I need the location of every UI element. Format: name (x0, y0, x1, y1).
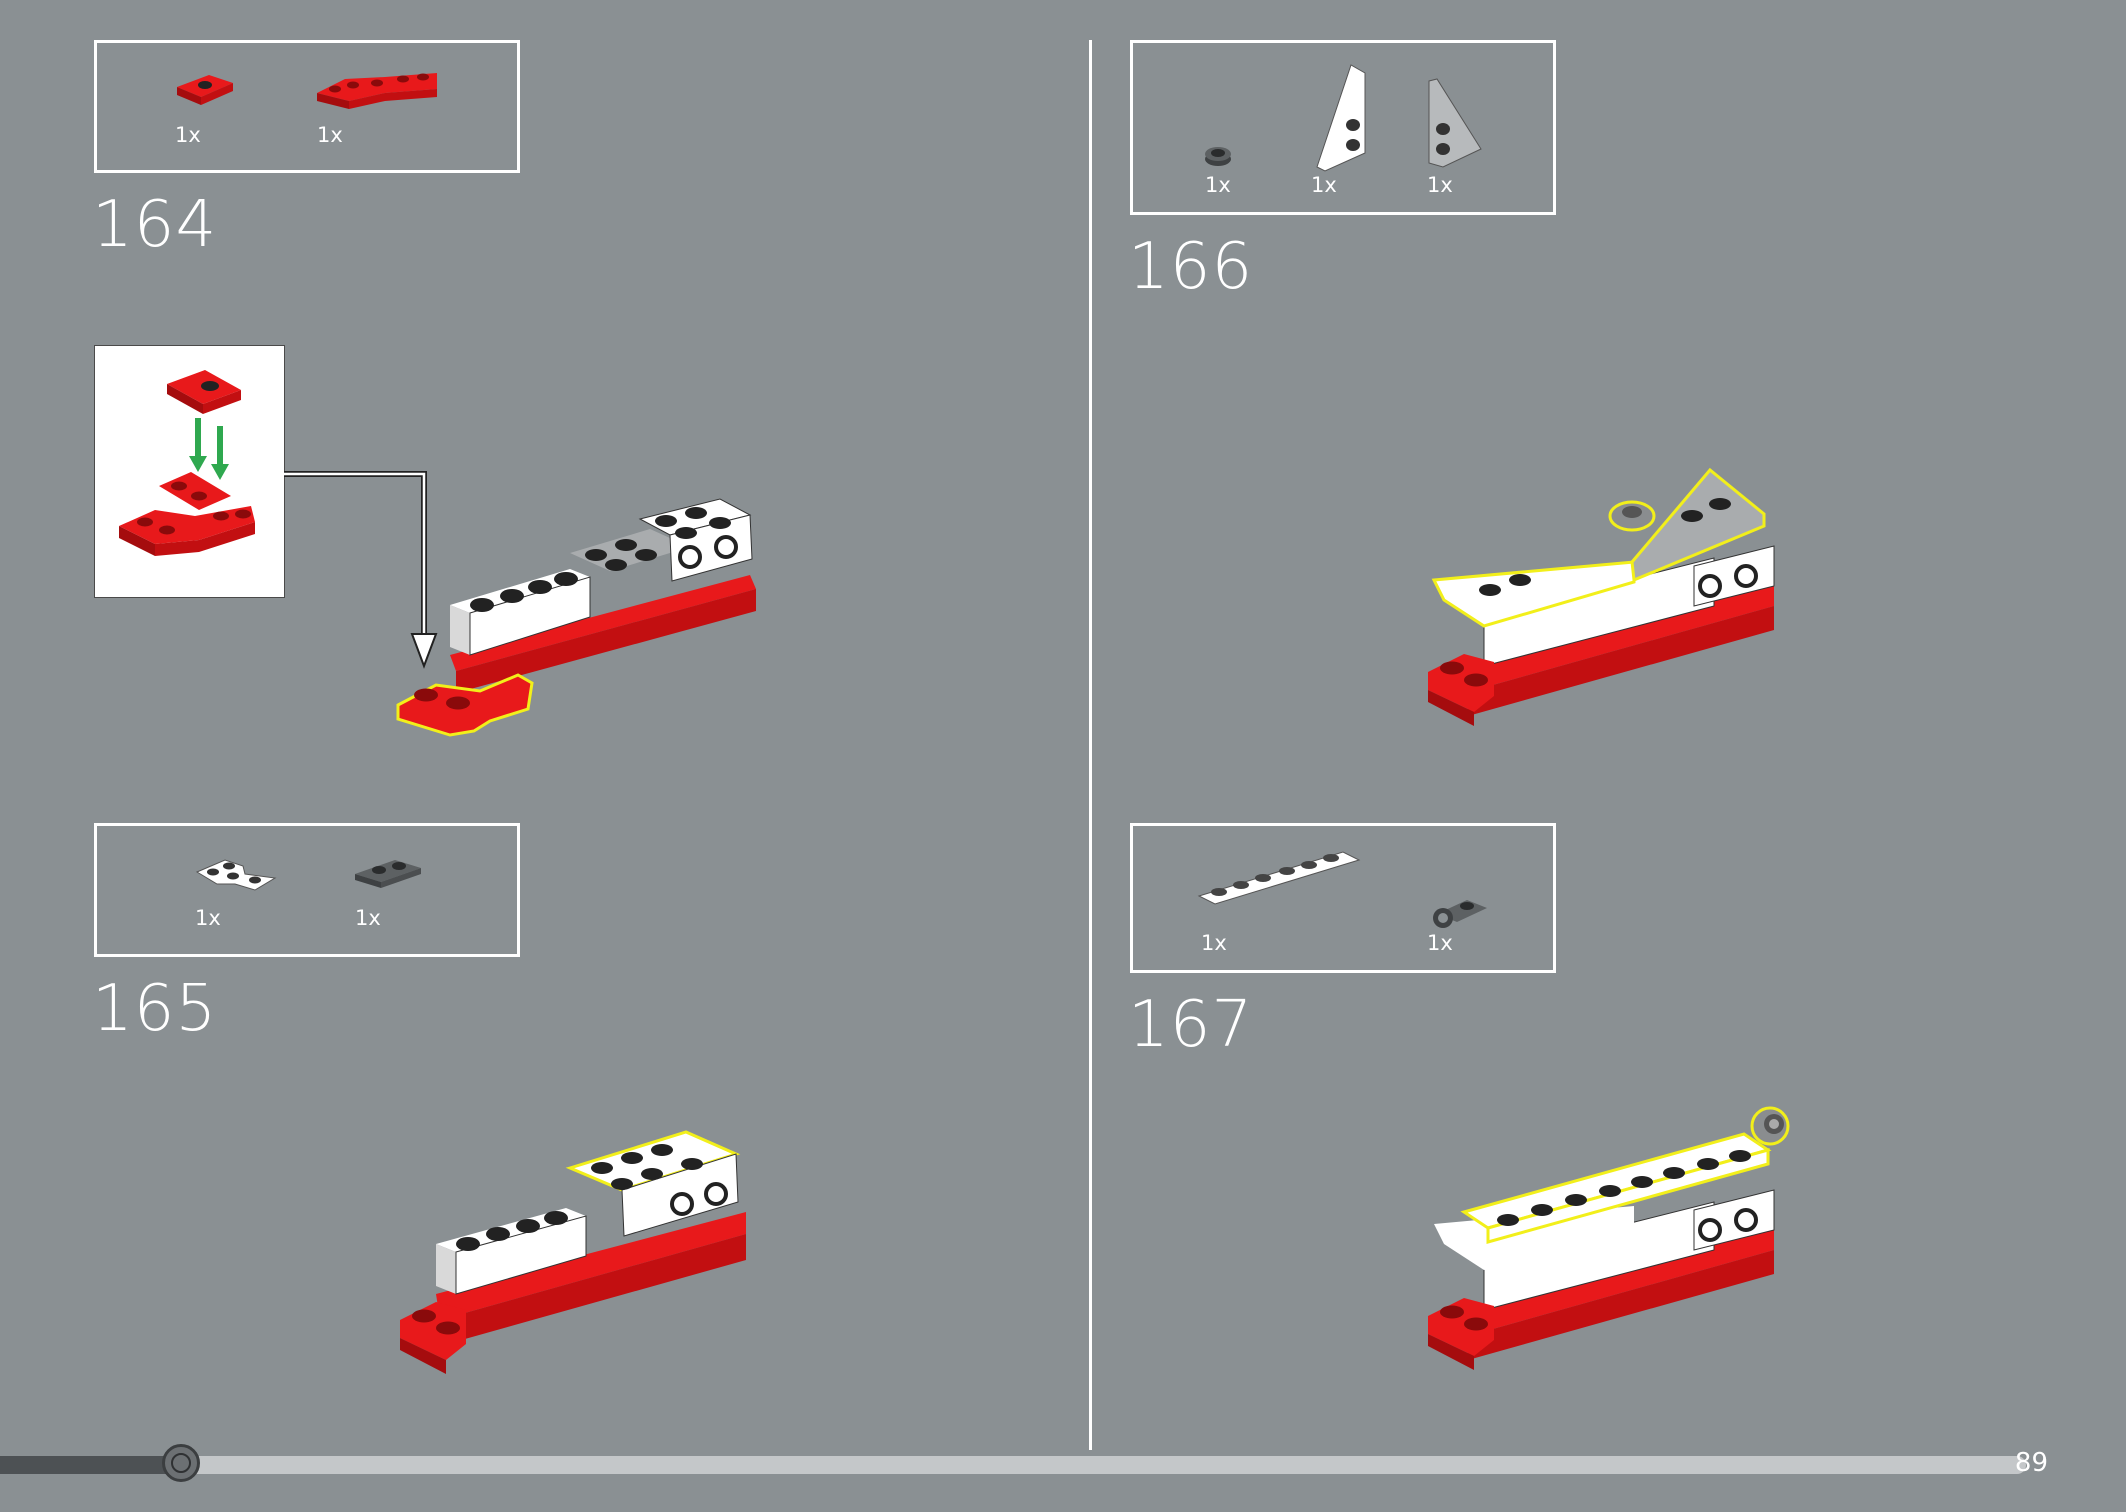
qty-label: 1x (1427, 173, 1453, 197)
white-corner-plate-icon (195, 859, 277, 891)
dark-gray-round-plate-icon (1205, 147, 1231, 166)
parts-list-step-165: 1x 1x (94, 823, 520, 957)
red-wedge-plate-icon (317, 73, 437, 109)
qty-label: 1x (1311, 173, 1337, 197)
qty-label: 1x (195, 906, 221, 930)
qty-label: 1x (317, 123, 343, 147)
qty-label: 1x (1205, 173, 1231, 197)
white-wedge-plate-icon (1316, 64, 1366, 172)
page-number: 89 (2014, 1448, 2048, 1478)
white-plate-1x6-icon (1197, 851, 1361, 905)
progress-track[interactable] (0, 1456, 2026, 1474)
qty-label: 1x (355, 906, 381, 930)
parts-list-step-167: 1x 1x (1130, 823, 1556, 973)
step-number-167: 167 (1128, 988, 1254, 1062)
dark-gray-plate-clip-icon (1433, 900, 1487, 928)
step-number-164: 164 (92, 188, 218, 262)
sub-assembly-callout (94, 345, 285, 598)
light-gray-wedge-plate-icon (1428, 78, 1482, 168)
build-model-step-167 (1428, 1106, 1790, 1370)
progress-fill (0, 1456, 180, 1474)
step-number-165: 165 (92, 972, 218, 1046)
red-plate-jumper-icon (177, 75, 233, 105)
sub-assembly-illustration (119, 370, 255, 556)
build-model-step-165 (400, 1130, 746, 1374)
progress-knob[interactable] (162, 1444, 200, 1482)
dark-gray-plate-icon (355, 860, 421, 888)
parts-list-step-166: 1x 1x 1x (1130, 40, 1556, 215)
page-divider (1089, 40, 1092, 1450)
placement-arrow (284, 471, 438, 669)
build-model-step-164 (396, 498, 756, 737)
parts-list-step-164: 1x 1x (94, 40, 520, 173)
qty-label: 1x (1201, 931, 1227, 955)
step-number-166: 166 (1128, 230, 1254, 304)
qty-label: 1x (175, 123, 201, 147)
qty-label: 1x (1427, 931, 1453, 955)
build-model-step-166 (1428, 467, 1775, 726)
